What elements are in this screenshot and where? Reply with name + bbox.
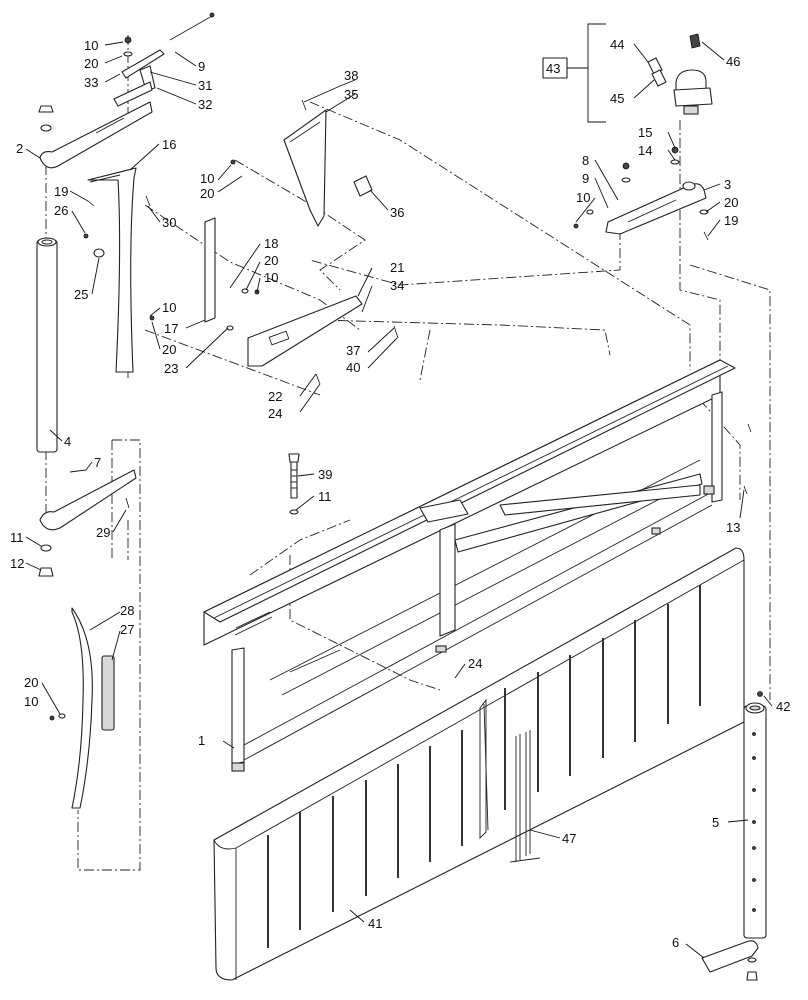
callout-39: 39 [318,467,332,482]
callout-36: 36 [390,205,404,220]
callout-41: 41 [368,916,382,931]
actuator-assembly [647,33,713,115]
leader-lines [25,41,773,959]
kit-bracket-43 [542,23,606,123]
callout-20: 20 [264,253,278,268]
callout-11: 11 [318,489,332,504]
callout-8: 8 [582,153,589,168]
callout-32: 32 [198,97,212,112]
main-frame-1 [203,359,736,772]
callout-20: 20 [24,675,38,690]
reflector-27 [101,655,115,731]
callout-35: 35 [344,87,358,102]
strip-16 [87,167,137,373]
callout-20: 20 [200,186,214,201]
callout-labels: 10 20 33 9 31 32 2 16 19 26 30 25 4 7 29… [10,37,790,950]
callout-46: 46 [726,54,740,69]
callout-30: 30 [162,215,176,230]
rod-47 [509,730,541,863]
callout-10: 10 [264,270,278,285]
callout-25: 25 [74,287,88,302]
callout-2: 2 [16,141,23,156]
arm-7 [39,469,137,531]
callout-10: 10 [84,38,98,53]
callout-31: 31 [198,78,212,93]
washer-11 [40,544,52,552]
callout-24: 24 [468,656,482,671]
callout-20: 20 [724,195,738,210]
callout-19: 19 [724,213,738,228]
callout-27: 27 [120,622,134,637]
callout-20: 20 [162,342,176,357]
hex-nut-top [38,105,54,132]
callout-4: 4 [64,434,71,449]
callout-3: 3 [724,177,731,192]
callout-43: 43 [546,61,560,76]
callout-16: 16 [162,137,176,152]
bolt-39 [288,453,300,515]
bracket-31 [113,81,153,107]
callout-17: 17 [164,321,178,336]
callout-12: 12 [10,556,24,571]
callout-10: 10 [24,694,38,709]
arm-2 [39,101,153,169]
callout-44: 44 [610,37,624,52]
callout-40: 40 [346,360,360,375]
callout-23: 23 [164,361,178,376]
callout-26: 26 [54,203,68,218]
nut-12 [38,567,54,577]
callout-21: 21 [390,260,404,275]
callout-7: 7 [94,455,101,470]
callout-15: 15 [638,125,652,140]
callout-34: 34 [390,278,404,293]
callout-19: 19 [54,184,68,199]
callout-38: 38 [344,68,358,83]
callout-22: 22 [268,389,282,404]
callout-1: 1 [198,733,205,748]
callout-33: 33 [84,75,98,90]
gate-panel-41 [213,547,745,981]
callout-10: 10 [200,171,214,186]
callout-45: 45 [610,91,624,106]
callout-47: 47 [562,831,576,846]
bushing-36 [353,175,373,197]
post-17 [204,217,216,323]
callout-13: 13 [726,520,740,535]
callout-9: 9 [582,171,589,186]
tube-5 [743,702,767,939]
tube-4 [36,237,58,453]
callout-6: 6 [672,935,679,950]
callout-28: 28 [120,603,134,618]
panel-ribs [267,585,701,948]
callout-37: 37 [346,343,360,358]
callout-10: 10 [162,300,176,315]
callout-14: 14 [638,143,652,158]
callout-20: 20 [84,56,98,71]
arm-6 [701,940,759,973]
bar-28 [71,607,93,809]
bracket-35 [283,109,327,227]
bracket-21 [247,295,363,367]
callout-9: 9 [198,59,205,74]
callout-10: 10 [576,190,590,205]
callout-18: 18 [264,236,278,251]
callout-5: 5 [712,815,719,830]
callout-11: 11 [10,530,24,545]
callout-24: 24 [268,406,282,421]
callout-29: 29 [96,525,110,540]
callout-42: 42 [776,699,790,714]
